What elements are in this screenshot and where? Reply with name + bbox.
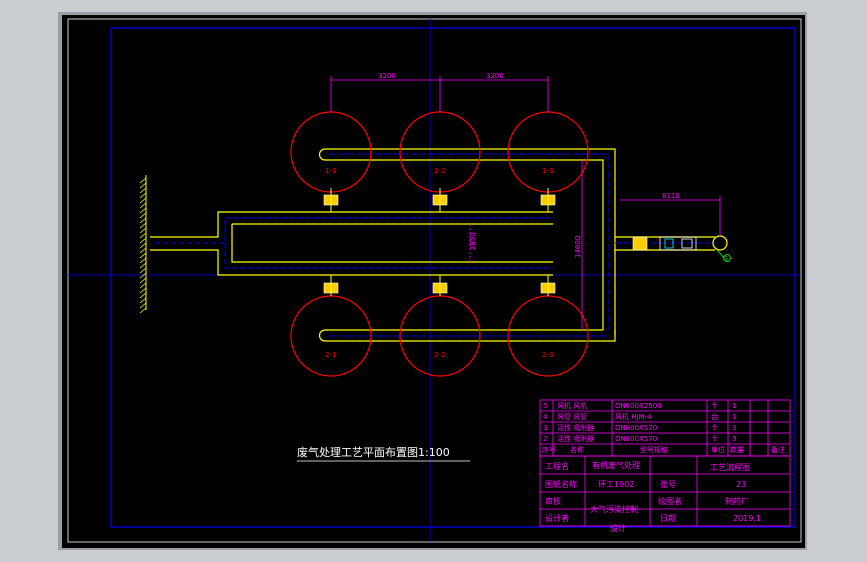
tb-reviewer-value: 大气污染控制 <box>590 504 638 514</box>
drawing-title: 废气处理工艺平面布置图1:100 <box>297 445 450 459</box>
duct-network <box>150 148 715 342</box>
bottom-header-cap <box>318 329 326 342</box>
sheet-background <box>62 15 805 548</box>
tank-label: 1-3 <box>542 167 553 175</box>
bom-cell-name: 活性 吸附器 <box>557 423 594 432</box>
tb-project-label: 工程名 <box>545 461 569 471</box>
bom-cell-unit: 个 <box>711 402 718 410</box>
bom-cell-unit: 台 <box>711 412 718 421</box>
dim-vertical-mid: 2850 <box>469 232 477 250</box>
svg-text:备注: 备注 <box>771 445 785 454</box>
return-duct <box>231 223 553 263</box>
bom-cell-no: 3 <box>543 424 547 432</box>
bom-header: 序号 名称 型号规格 单位 数量 备注 <box>542 445 785 454</box>
dimension-lines <box>330 76 721 330</box>
svg-text:名称: 名称 <box>570 445 584 454</box>
outer-border <box>67 18 802 543</box>
bom-cell-qty: 1 <box>732 402 736 410</box>
bom-cell-name: 活性 吸附器 <box>557 434 594 443</box>
svg-text:数量: 数量 <box>730 445 744 454</box>
bottom-header <box>325 329 616 342</box>
bom-rows: 5 风机 风机 DN600X2500 个 1 4 风管 风管 风机 HJM-4 台 1 3 活性 吸附… <box>543 401 736 443</box>
svg-text:单位: 单位 <box>711 445 725 454</box>
top-header <box>325 148 616 335</box>
bom-cell-qty: 1 <box>732 413 736 421</box>
tb-author-label: 设计者 <box>545 513 569 523</box>
inlet-duct-center <box>155 217 553 269</box>
bom-cell-no: 5 <box>543 402 547 410</box>
tank-label: 2-3 <box>542 351 553 359</box>
dim-right-span: 8110 <box>662 192 680 200</box>
tank-label: 2-2 <box>434 351 445 359</box>
bom-cell-qty: 3 <box>732 435 736 443</box>
bom-cell-unit: 个 <box>711 424 718 432</box>
tb-draw-label: 绘图者 <box>658 496 682 506</box>
bom-cell-name: 风机 风机 <box>557 401 587 410</box>
tb-date-label: 日期 <box>660 514 676 523</box>
title-block <box>539 455 791 527</box>
tank-label: 1-1 <box>325 167 336 175</box>
inlet-duct <box>150 211 553 276</box>
bom-cell-qty: 3 <box>732 424 736 432</box>
dim-top-left: 3200 <box>378 72 396 80</box>
inner-border <box>110 27 796 528</box>
tank-label: 1-2 <box>434 167 445 175</box>
tb-sheet-label: 张号 <box>660 480 676 489</box>
bom-cell-name: 风管 风管 <box>557 412 587 421</box>
bom-cell-unit: 个 <box>711 435 718 443</box>
bom-cell-spec: DN800X570 <box>615 424 657 432</box>
tb-project-value: 有机废气处理 <box>592 460 640 470</box>
tb-design2-label: 设计 <box>610 523 626 533</box>
dim-vertical-right: 14600 <box>574 236 582 258</box>
fan-label: 5 <box>724 256 728 263</box>
valve-group <box>323 188 556 296</box>
wall-hatch <box>139 177 147 314</box>
bom-cell-no: 2 <box>543 435 547 443</box>
bom-cell-no: 4 <box>543 413 548 421</box>
dim-top-right: 3200 <box>486 72 504 80</box>
tank-label: 2-1 <box>325 351 336 359</box>
tb-org-value: 制药厂 <box>725 496 749 506</box>
tb-design-label: 图纸名称 <box>545 479 577 489</box>
svg-text:序号: 序号 <box>542 445 556 454</box>
bom-cell-spec: DN800X570 <box>615 435 657 443</box>
top-header-cap <box>318 148 326 161</box>
bom-cell-spec: DN600X2500 <box>615 402 662 410</box>
tb-sheet-value: 23 <box>736 480 746 489</box>
bom-cell-spec: 风机 HJM-4 <box>615 412 652 421</box>
tb-design-value: 环工1902 <box>598 480 634 489</box>
fan-assembly: 5 <box>632 235 731 263</box>
svg-text:型号规格: 型号规格 <box>640 445 668 454</box>
top-header-center <box>330 153 610 330</box>
fan-body <box>659 236 697 251</box>
tb-reviewer-label: 审核 <box>545 496 561 506</box>
tb-date-value: 2019.1 <box>733 514 761 523</box>
title-block-text: 工程名 有机废气处理 工艺流程图 图纸名称 环工1902 张号 23 审核 大气… <box>545 460 761 533</box>
tb-drawing-label: 工艺流程图 <box>710 462 750 472</box>
